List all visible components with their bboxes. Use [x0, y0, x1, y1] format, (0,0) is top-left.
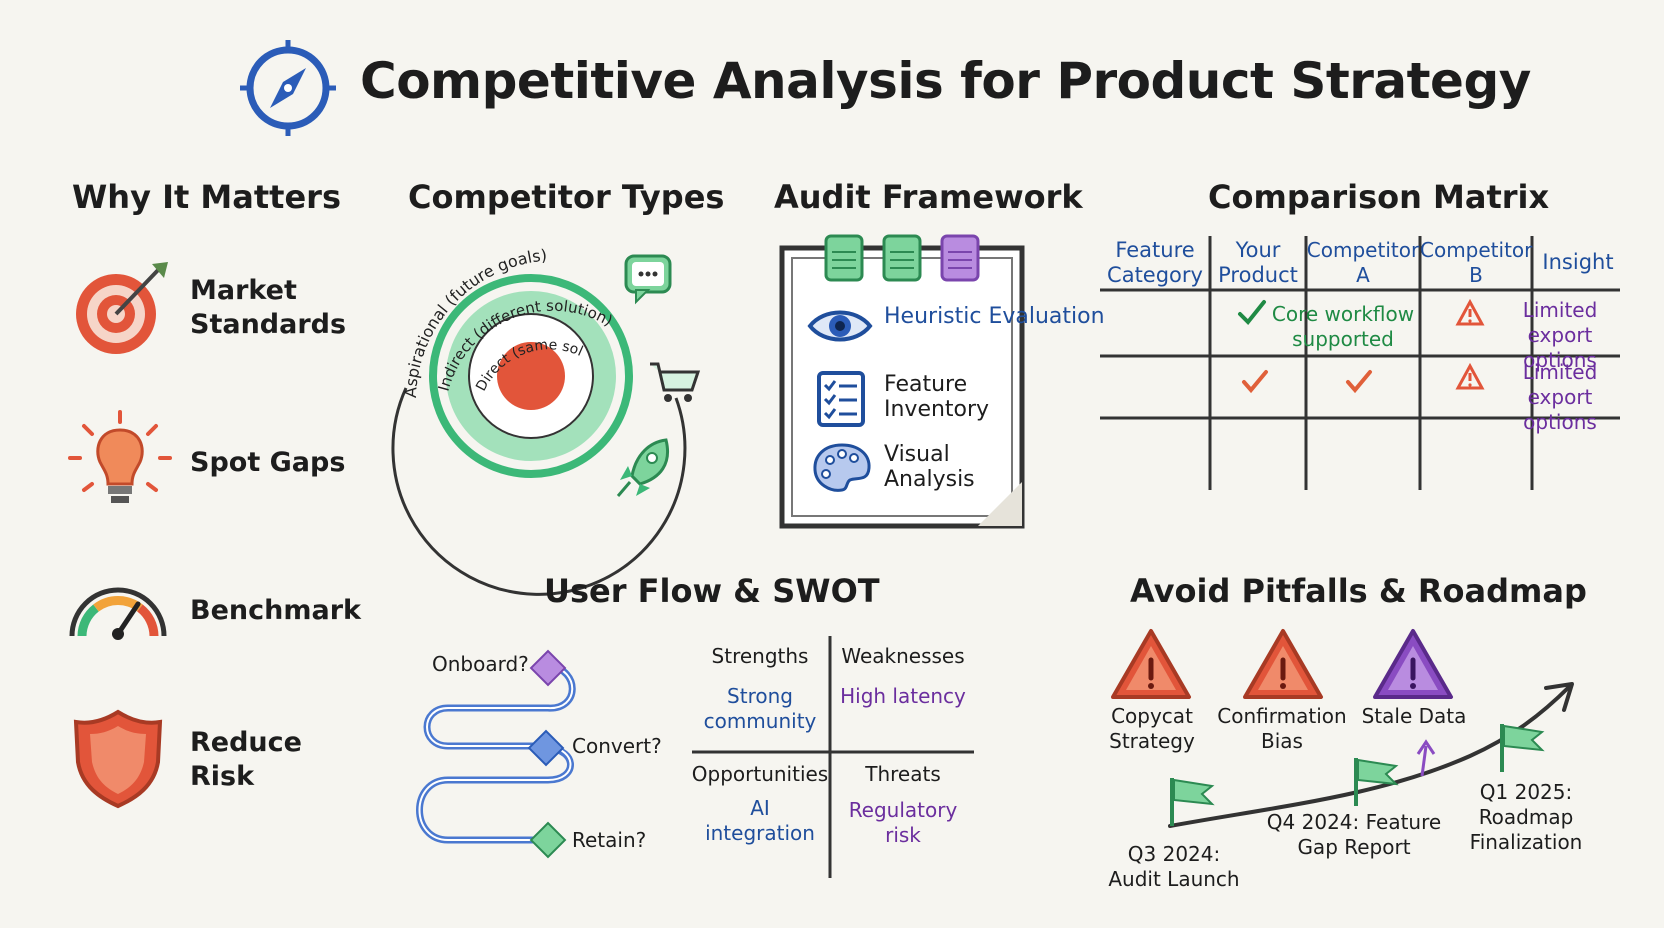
compass-icon	[240, 40, 336, 136]
swot-opportunities-value: AI integration	[705, 796, 815, 845]
swot-strengths-value: Strong community	[703, 684, 817, 733]
warning-icon	[1111, 629, 1191, 699]
rocket-icon	[616, 438, 669, 497]
swot-threats-value: Regulatory risk	[848, 798, 958, 847]
why-item-reduce-risk: Reduce Risk	[190, 727, 302, 792]
matrix-row1-product: Core workflow supported	[1271, 302, 1415, 351]
matrix-header-competitor-b: Competitor B	[1420, 238, 1533, 287]
milestone-q4-2024: Q4 2024: Feature Gap Report	[1266, 810, 1442, 859]
swot-opportunities-label: Opportunities	[691, 762, 829, 786]
checklist-icon	[817, 371, 865, 427]
audit-item-visual-analysis: Visual Analysis	[884, 442, 975, 492]
target-icon	[76, 262, 168, 354]
lightbulb-icon	[68, 410, 172, 503]
warning-icon	[1243, 629, 1323, 699]
pitfalls-heading: Avoid Pitfalls & Roadmap	[1130, 572, 1587, 610]
pitfall-copycat: Copycat Strategy	[1109, 704, 1195, 753]
types-heading: Competitor Types	[408, 178, 725, 216]
why-item-market-standards: Market Standards	[190, 275, 347, 340]
why-item-benchmark: Benchmark	[190, 595, 361, 626]
eye-icon	[807, 310, 873, 342]
flag-icon	[1170, 778, 1215, 826]
milestone-q3-2024: Q3 2024: Audit Launch	[1108, 842, 1240, 891]
flow-step-convert: Convert?	[572, 734, 662, 758]
check-icon	[1346, 370, 1372, 394]
flow-step-retain: Retain?	[572, 828, 647, 852]
audit-heading: Audit Framework	[774, 178, 1083, 216]
swot-weaknesses-label: Weaknesses	[841, 644, 965, 668]
swot-grid	[692, 636, 974, 878]
matrix-header-insight: Insight	[1542, 250, 1614, 274]
swot-threats-label: Threats	[865, 762, 941, 786]
why-heading: Why It Matters	[72, 178, 341, 216]
matrix-row2-insight: Limited export options	[1522, 360, 1598, 434]
matrix-header-feature: Feature Category	[1107, 238, 1203, 287]
gauge-icon	[69, 587, 167, 640]
matrix-row1-insight: Limited export options	[1522, 298, 1598, 372]
warning-icon	[1455, 298, 1485, 326]
audit-item-feature-inventory: Feature Inventory	[884, 372, 990, 422]
check-icon	[1242, 370, 1268, 394]
flow-step-onboard: Onboard?	[432, 652, 529, 676]
matrix-header-competitor-a: Competitor A	[1306, 238, 1420, 287]
matrix-grid	[1100, 236, 1620, 490]
page-title: Competitive Analysis for Product Strateg…	[360, 52, 1531, 110]
flag-icon	[1500, 724, 1545, 772]
user-flow-path	[416, 649, 576, 859]
chat-bubble-icon	[624, 254, 672, 305]
roadmap-arrow	[1168, 682, 1574, 828]
audit-item-heuristic: Heuristic Evaluation	[884, 304, 1105, 329]
competitor-rings-diagram: Aspirational (future goals) Indirect (di…	[382, 216, 687, 596]
milestone-q1-2025: Q1 2025: Roadmap Finalization	[1469, 780, 1583, 854]
warning-icon	[1373, 629, 1453, 699]
warning-icon	[1455, 362, 1485, 390]
check-icon	[1238, 300, 1266, 325]
why-item-spot-gaps: Spot Gaps	[190, 447, 346, 478]
pitfall-stale-data: Stale Data	[1361, 704, 1467, 728]
swot-weaknesses-value: High latency	[840, 684, 966, 708]
matrix-heading: Comparison Matrix	[1208, 178, 1550, 216]
shield-icon	[73, 709, 163, 809]
cart-icon	[650, 362, 701, 402]
pitfall-confirmation-bias: Confirmation Bias	[1217, 704, 1347, 753]
palette-icon	[813, 443, 871, 492]
flow-heading: User Flow & SWOT	[544, 572, 880, 610]
matrix-header-your-product: Your Product	[1218, 238, 1298, 287]
flag-icon	[1354, 758, 1399, 806]
swot-strengths-label: Strengths	[711, 644, 809, 668]
